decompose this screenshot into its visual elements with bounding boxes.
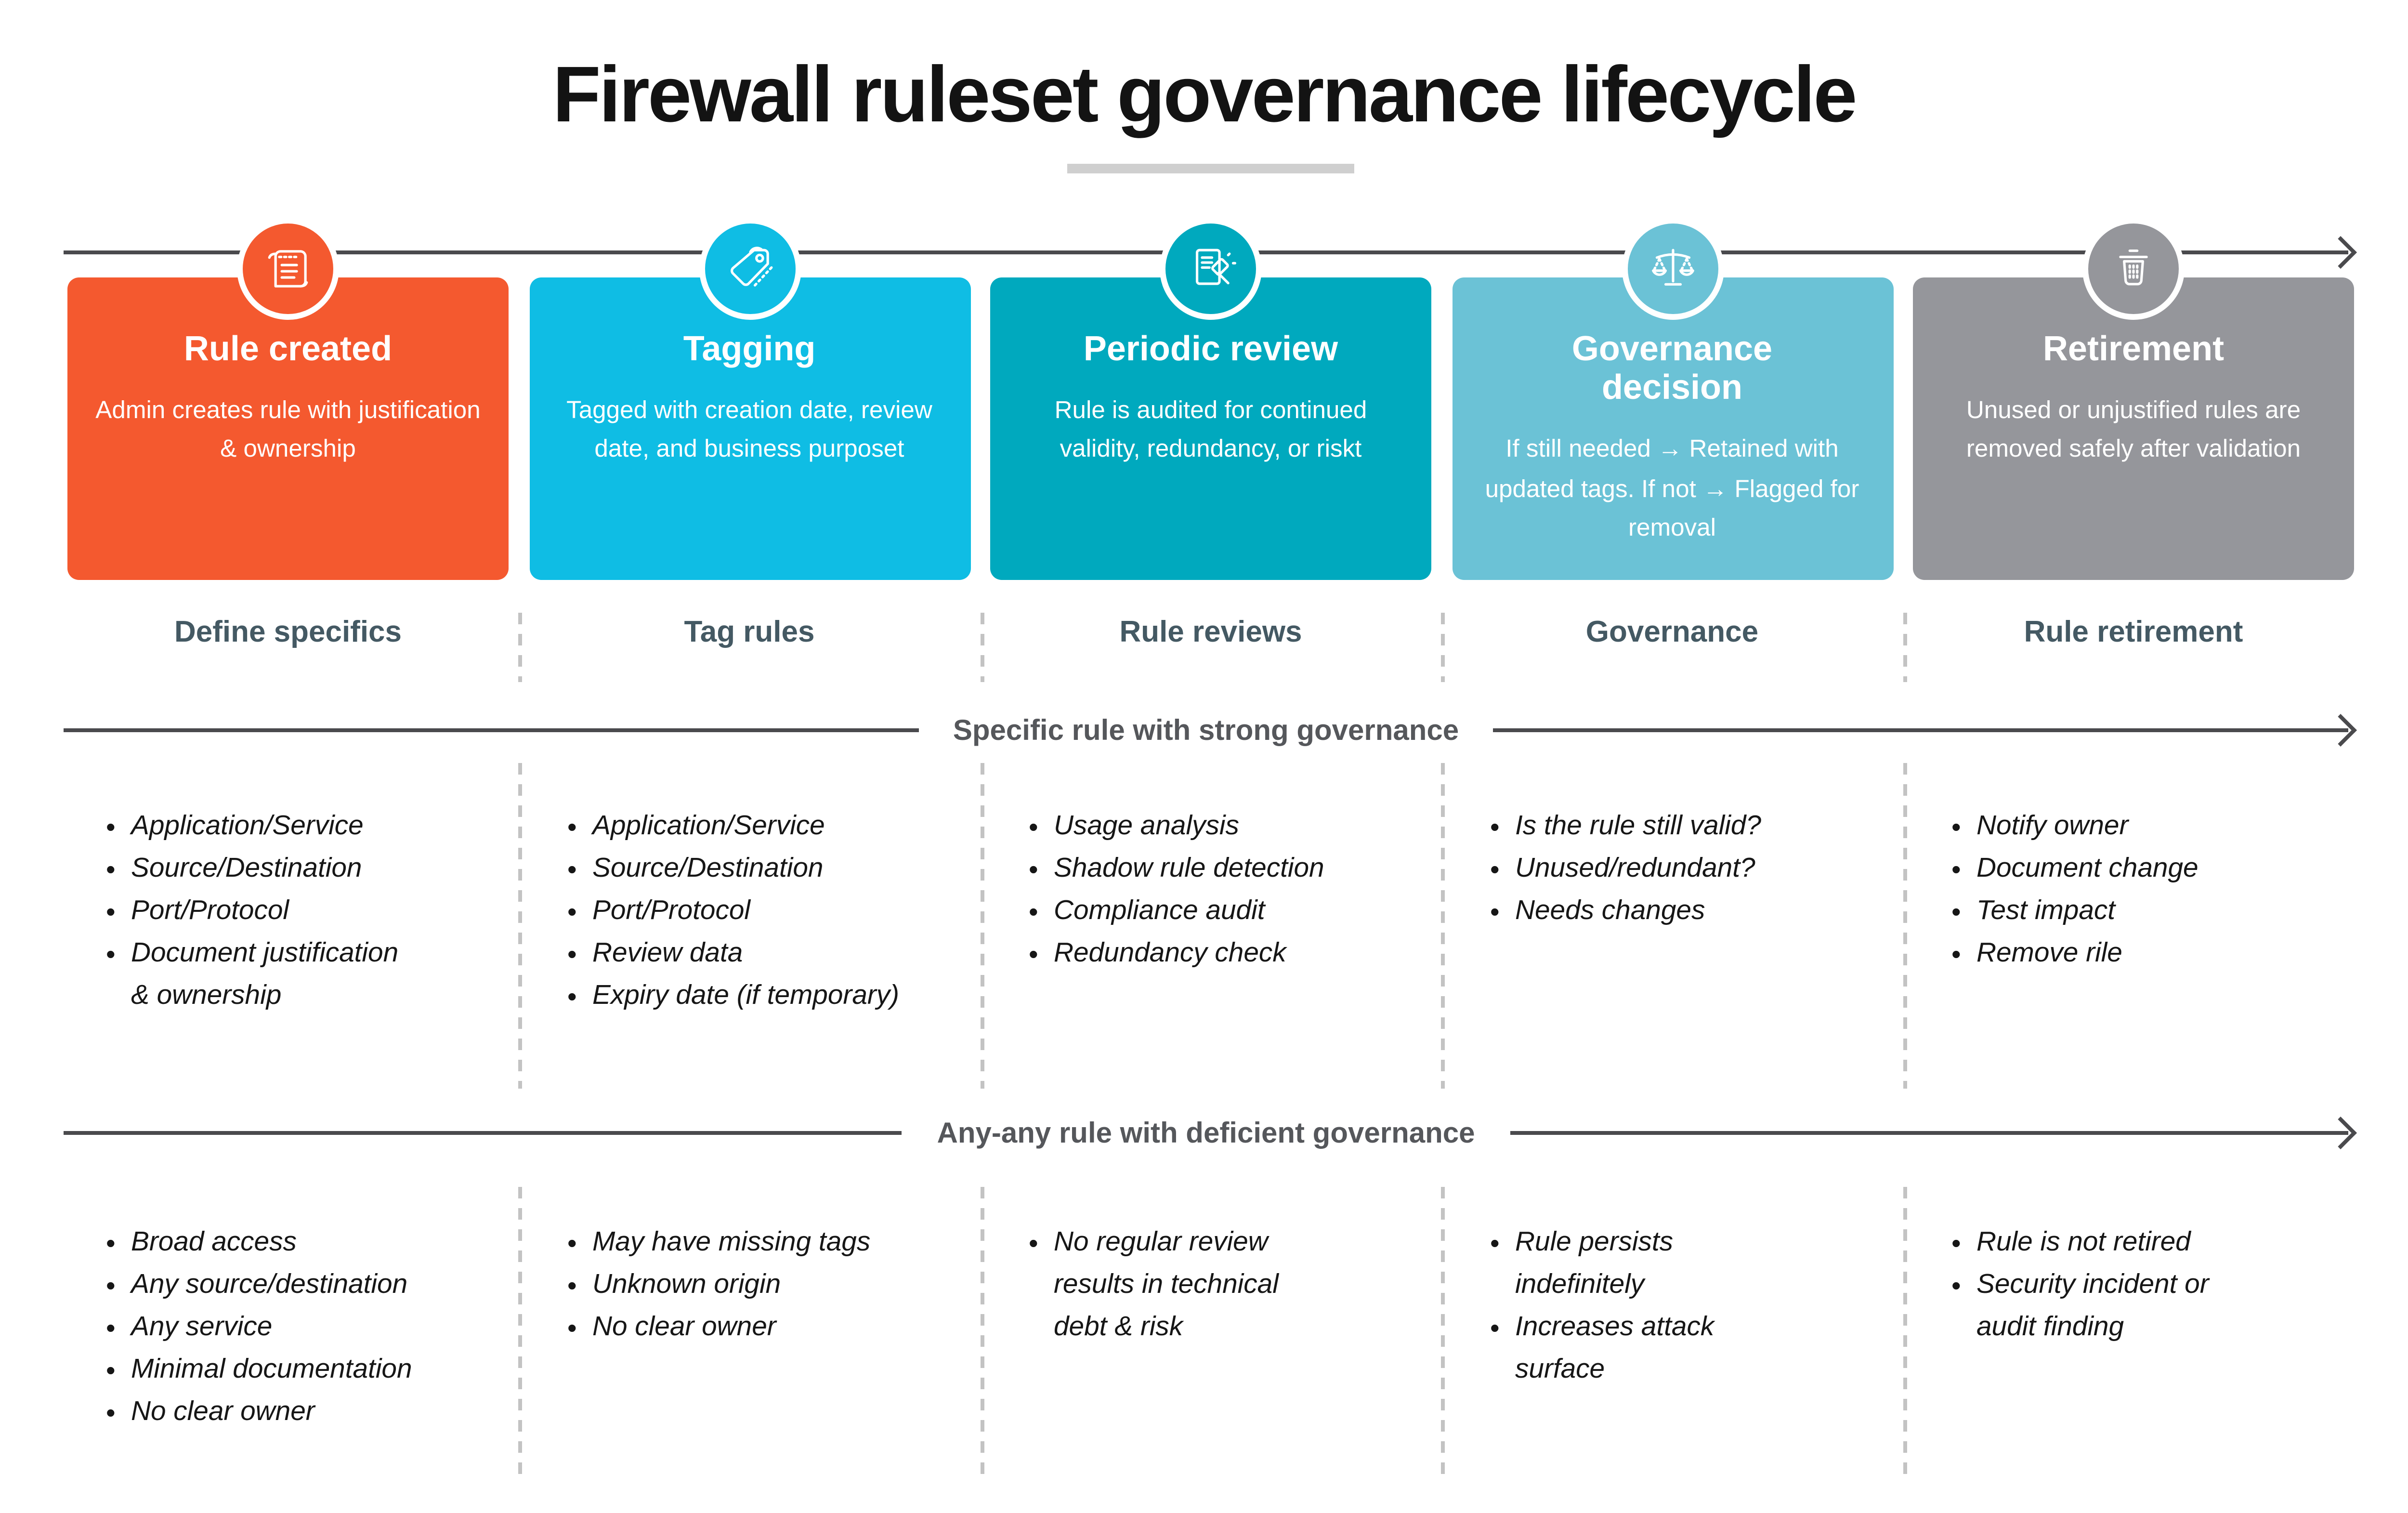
list-item: Rule is not retired	[1951, 1222, 2348, 1264]
stage-label-tagging: Tag rules	[684, 617, 815, 649]
column-divider-dashed	[518, 763, 522, 1089]
list-item: Port/Protocol	[567, 890, 964, 933]
list-item: Test impact	[1951, 890, 2348, 933]
list-item: Review data	[567, 933, 964, 975]
list-item: Compliance audit	[1029, 890, 1426, 933]
stage-card-description: Unused or unjustified rules are removed …	[1966, 395, 2301, 463]
column-divider-dashed	[980, 613, 983, 682]
stage-card-governance-decision: Governance decision If still needed → Ret…	[1452, 277, 1893, 580]
tag-icon	[720, 239, 779, 299]
arrowhead-icon	[2324, 1117, 2357, 1149]
list-item: Expiry date (if temporary)	[567, 975, 964, 1017]
column-divider-dashed	[518, 613, 522, 682]
list-item: Any source/destination	[106, 1264, 503, 1306]
list-item: Usage analysis	[1029, 805, 1426, 848]
column-divider-dashed	[1902, 613, 1906, 682]
stage-label-retirement: Rule retirement	[2024, 617, 2243, 649]
column-divider-dashed	[1441, 1187, 1445, 1484]
stage-card-title: Tagging	[683, 329, 816, 368]
stage-label-rule-created: Define specifics	[174, 617, 402, 649]
list-item: Minimal documentation	[106, 1349, 503, 1391]
deficient-governance-divider-label: Any-any rule with deficient governance	[937, 1117, 1475, 1149]
list-item: Remove rile	[1951, 933, 2348, 975]
divider-line	[1493, 727, 2348, 733]
strong-governance-divider: Specific rule with strong governance	[64, 713, 2357, 748]
divider-line	[1509, 1130, 2349, 1136]
list-item: Port/Protocol	[106, 890, 503, 933]
arrowhead-icon	[2324, 236, 2357, 269]
trash-icon	[2104, 239, 2163, 299]
list-item: No clear owner	[567, 1306, 964, 1349]
list-item: Application/Service	[106, 805, 503, 848]
column-divider-dashed	[980, 1187, 983, 1484]
list-item: Is the rule still valid?	[1490, 805, 1887, 848]
stage-icon-circle-tagging	[698, 218, 800, 320]
stage-card-title: Retirement	[2042, 329, 2225, 368]
strong-points-list-periodic-review: Usage analysisShadow rule detectionCompl…	[1029, 805, 1426, 975]
stage-card-description: Admin creates rule with justification & …	[95, 395, 481, 463]
stage-icon-circle-periodic-review	[1160, 218, 1262, 320]
list-item: No clear owner	[106, 1391, 503, 1434]
strong-points-list-rule-created: Application/ServiceSource/DestinationPor…	[106, 805, 503, 1017]
stage-label-periodic-review: Rule reviews	[1119, 617, 1302, 649]
list-item: Redundancy check	[1029, 933, 1426, 975]
list-item: Shadow rule detection	[1029, 848, 1426, 890]
stage-icon-circle-governance-decision	[1621, 218, 1723, 320]
column-divider-dashed	[1441, 763, 1445, 1089]
list-item: Document change	[1951, 848, 2348, 890]
list-item: Document justification & ownership	[106, 933, 503, 1017]
title-underline	[1067, 164, 1354, 173]
strong-governance-divider-label: Specific rule with strong governance	[953, 714, 1459, 747]
stage-card-title: Periodic review	[1083, 329, 1338, 368]
list-item: Source/Destination	[567, 848, 964, 890]
deficient-governance-divider: Any-any rule with deficient governance	[64, 1116, 2357, 1150]
document-gavel-icon	[1181, 239, 1241, 299]
column-divider-dashed	[1902, 1187, 1906, 1484]
list-item: Unused/redundant?	[1490, 848, 1887, 890]
list-item: Notify owner	[1951, 805, 2348, 848]
strong-points-list-tagging: Application/ServiceSource/DestinationPor…	[567, 805, 964, 1017]
strong-points-list-retirement: Notify ownerDocument changeTest impactRe…	[1951, 805, 2348, 975]
column-divider-dashed	[980, 763, 983, 1089]
list-item: Security incident or audit finding	[1951, 1264, 2348, 1349]
list-item: May have missing tags	[567, 1222, 964, 1264]
stage-icon-circle-retirement	[2082, 218, 2185, 320]
deficient-points-list-retirement: Rule is not retiredSecurity incident or …	[1951, 1222, 2348, 1349]
list-item: Application/Service	[567, 805, 964, 848]
stage-card-description: If still needed → Retained with updated …	[1485, 434, 1859, 541]
stage-card-description: Tagged with creation date, review date, …	[566, 395, 932, 463]
stage-card-title: Governance decision	[1571, 329, 1773, 407]
column-divider-dashed	[1902, 763, 1906, 1089]
list-item: Rule persists indefinitely	[1490, 1222, 1887, 1306]
list-item: Broad access	[106, 1222, 503, 1264]
scales-icon	[1642, 239, 1702, 299]
strong-points-list-governance-decision: Is the rule still valid?Unused/redundant…	[1490, 805, 1887, 933]
deficient-points-list-rule-created: Broad accessAny source/destinationAny se…	[106, 1222, 503, 1434]
page-title: Firewall ruleset governance lifecycle	[552, 50, 1857, 139]
list-item: Needs changes	[1490, 890, 1887, 933]
list-item: No regular review results in technical d…	[1029, 1222, 1426, 1349]
divider-line	[64, 1130, 903, 1136]
list-item: Source/Destination	[106, 848, 503, 890]
divider-line	[64, 727, 918, 733]
deficient-points-list-tagging: May have missing tagsUnknown originNo cl…	[567, 1222, 964, 1349]
list-item: Increases attack surface	[1490, 1306, 1887, 1391]
stage-card-title: Rule created	[183, 329, 393, 368]
column-divider-dashed	[1441, 613, 1445, 682]
deficient-points-list-periodic-review: No regular review results in technical d…	[1029, 1222, 1426, 1349]
list-item: Unknown origin	[567, 1264, 964, 1306]
stage-label-governance-decision: Governance	[1585, 617, 1759, 649]
scroll-icon	[258, 239, 318, 299]
list-item: Any service	[106, 1306, 503, 1349]
deficient-points-list-governance-decision: Rule persists indefinitelyIncreases atta…	[1490, 1222, 1887, 1391]
stage-icon-circle-rule-created	[237, 218, 339, 320]
column-divider-dashed	[518, 1187, 522, 1484]
stage-card-description: Rule is audited for continued validity, …	[1054, 395, 1367, 463]
arrowhead-icon	[2324, 714, 2357, 747]
